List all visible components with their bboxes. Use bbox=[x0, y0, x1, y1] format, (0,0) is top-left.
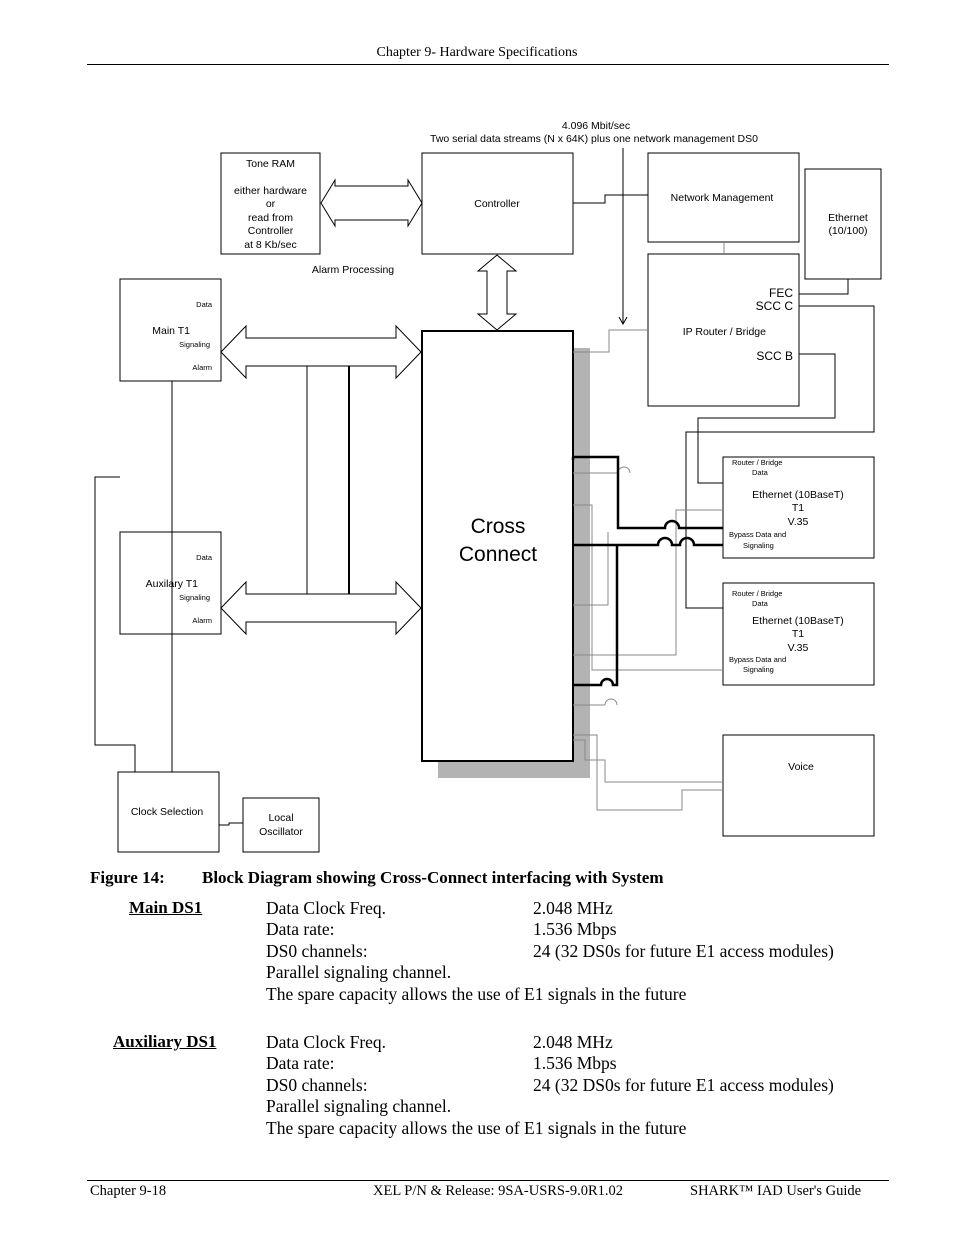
svg-text:Bypass Data and: Bypass Data and bbox=[729, 530, 786, 539]
alarm-processing-label: Alarm Processing bbox=[312, 264, 394, 276]
svg-text:Bypass Data and: Bypass Data and bbox=[729, 655, 786, 664]
ethernet-10-100-label: Ethernet (10/100) bbox=[828, 212, 868, 237]
gray-connectors bbox=[573, 242, 725, 811]
svg-text:Alarm: Alarm bbox=[192, 363, 212, 372]
cross-connect-label: Cross Connect bbox=[459, 515, 537, 566]
svg-text:V.35: V.35 bbox=[788, 516, 809, 528]
svg-text:either hardware: either hardware bbox=[234, 185, 307, 197]
svg-text:T1: T1 bbox=[792, 502, 804, 514]
svg-text:Ethernet (10BaseT): Ethernet (10BaseT) bbox=[752, 489, 844, 501]
cross-connect-box bbox=[421, 330, 574, 762]
module2-labels: Router / Bridge Data Ethernet (10BaseT) … bbox=[729, 589, 844, 674]
svg-text:Router / Bridge: Router / Bridge bbox=[732, 589, 782, 598]
svg-text:Data: Data bbox=[196, 553, 213, 562]
svg-text:Local: Local bbox=[268, 812, 293, 824]
footer-release: XEL P/N & Release: 9SA-USRS-9.0R1.02 bbox=[373, 1183, 623, 1199]
top-annotation: 4.096 Mbit/sec Two serial data streams (… bbox=[430, 120, 758, 145]
footer-page-number: Chapter 9-18 bbox=[90, 1183, 167, 1199]
svg-text:Main T1: Main T1 bbox=[152, 325, 190, 337]
black-connectors bbox=[94, 194, 875, 826]
svg-text:SCC B: SCC B bbox=[756, 349, 793, 363]
svg-text:V.35: V.35 bbox=[788, 642, 809, 654]
network-management-label: Network Management bbox=[671, 192, 774, 204]
spec-row: Data rate:1.536 Mbps bbox=[266, 919, 617, 939]
voice-box bbox=[722, 734, 875, 837]
aux-t1-bus-arrow bbox=[220, 580, 422, 636]
spec-row: Data rate:1.536 Mbps bbox=[266, 1053, 617, 1073]
spec-row: Parallel signaling channel. bbox=[266, 1096, 452, 1116]
tone-ram-controller-arrow bbox=[320, 178, 423, 228]
main-t1-labels: Data Main T1 Signaling Alarm bbox=[152, 300, 213, 372]
svg-text:Data: Data bbox=[196, 300, 213, 309]
svg-text:Data: Data bbox=[752, 468, 769, 477]
auxiliary-ds1-title: Auxiliary DS1 bbox=[113, 1032, 217, 1051]
main-t1-box bbox=[119, 278, 222, 382]
bandwidth-arrow bbox=[618, 148, 628, 326]
footer-rule bbox=[87, 1180, 889, 1181]
spec-row: The spare capacity allows the use of E1 … bbox=[266, 984, 687, 1004]
module2-box bbox=[722, 582, 875, 686]
clock-selection-box bbox=[117, 771, 220, 853]
page-header: Chapter 9- Hardware Specifications bbox=[376, 45, 578, 60]
main-ds1-title: Main DS1 bbox=[129, 898, 203, 917]
svg-text:(10/100): (10/100) bbox=[828, 225, 867, 237]
spec-row: The spare capacity allows the use of E1 … bbox=[266, 1118, 687, 1138]
main-t1-bus-arrow bbox=[220, 324, 422, 380]
svg-text:Ethernet: Ethernet bbox=[828, 212, 868, 224]
svg-text:IP Router / Bridge: IP Router / Bridge bbox=[683, 326, 766, 338]
spec-row: Parallel signaling channel. bbox=[266, 962, 452, 982]
tone-ram-label: Tone RAM either hardware or read from Co… bbox=[234, 158, 307, 251]
figure-number: Figure 14: bbox=[90, 868, 165, 887]
streams-note: Two serial data streams (N x 64K) plus o… bbox=[430, 133, 758, 145]
svg-text:at 8 Kb/sec: at 8 Kb/sec bbox=[244, 239, 297, 251]
svg-text:Ethernet (10BaseT): Ethernet (10BaseT) bbox=[752, 615, 844, 627]
svg-text:Connect: Connect bbox=[459, 543, 537, 566]
svg-text:read from: read from bbox=[248, 212, 293, 224]
figure-caption: Figure 14: Block Diagram showing Cross-Co… bbox=[90, 868, 664, 888]
svg-text:Router / Bridge: Router / Bridge bbox=[732, 458, 782, 467]
local-oscillator-box bbox=[242, 797, 320, 853]
spec-row: DS0 channels:24 (32 DS0s for future E1 a… bbox=[266, 1075, 834, 1095]
controller-label: Controller bbox=[474, 198, 520, 210]
clock-selection-label: Clock Selection bbox=[131, 806, 204, 818]
svg-text:Signaling: Signaling bbox=[179, 593, 210, 602]
footer-guide-title: SHARK™ IAD User's Guide bbox=[690, 1183, 862, 1199]
svg-text:Signaling: Signaling bbox=[179, 340, 210, 349]
bandwidth-note: 4.096 Mbit/sec bbox=[562, 120, 630, 132]
svg-text:SCC C: SCC C bbox=[756, 299, 794, 313]
spec-row: DS0 channels:24 (32 DS0s for future E1 a… bbox=[266, 941, 834, 961]
svg-text:Controller: Controller bbox=[248, 225, 294, 237]
voice-label: Voice bbox=[788, 761, 814, 773]
svg-text:or: or bbox=[266, 198, 276, 210]
auxiliary-t1-labels: Data Auxilary T1 Signaling Alarm bbox=[146, 553, 213, 625]
svg-text:FEC: FEC bbox=[769, 286, 793, 300]
auxiliary-t1-box bbox=[119, 531, 222, 635]
module1-labels: Router / Bridge Data Ethernet (10BaseT) … bbox=[729, 458, 844, 550]
svg-text:Cross: Cross bbox=[471, 515, 526, 538]
ethernet-10-100-box bbox=[804, 168, 882, 280]
spec-row: Data Clock Freq.2.048 MHz bbox=[266, 898, 613, 918]
svg-text:T1: T1 bbox=[792, 628, 804, 640]
svg-text:Data: Data bbox=[752, 599, 769, 608]
svg-text:Alarm: Alarm bbox=[192, 616, 212, 625]
thick-connectors bbox=[571, 455, 723, 687]
local-oscillator-label: Local Oscillator bbox=[259, 812, 303, 838]
svg-text:Tone RAM: Tone RAM bbox=[246, 158, 295, 170]
svg-text:Oscillator: Oscillator bbox=[259, 826, 303, 838]
tone-ram-box bbox=[220, 152, 321, 255]
controller-cross-connect-arrow bbox=[476, 254, 518, 331]
ip-router-labels: FEC SCC C IP Router / Bridge SCC B bbox=[683, 286, 794, 363]
svg-text:Signaling: Signaling bbox=[743, 665, 774, 674]
header-rule bbox=[87, 64, 889, 65]
module1-box bbox=[722, 456, 875, 559]
svg-text:Signaling: Signaling bbox=[743, 541, 774, 550]
spec-row: Data Clock Freq.2.048 MHz bbox=[266, 1032, 613, 1052]
block-diagram: 4.096 Mbit/sec Two serial data streams (… bbox=[94, 120, 882, 853]
figure-title: Block Diagram showing Cross-Connect inte… bbox=[202, 868, 664, 887]
